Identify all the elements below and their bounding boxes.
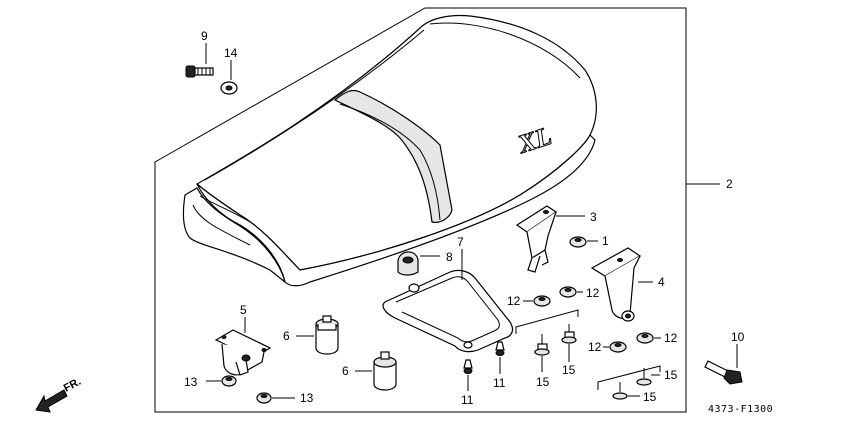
nut-12-a[interactable] [533, 295, 551, 307]
nut-12-b[interactable] [559, 286, 577, 298]
callout-8: 8 [446, 250, 453, 264]
callout-6-b: 6 [342, 364, 349, 378]
washer-14[interactable] [220, 81, 238, 95]
clip-11-a[interactable] [463, 359, 473, 374]
callout-12-c: 12 [664, 331, 678, 345]
nut-13-a[interactable] [221, 375, 237, 387]
callout-15-c: 15 [643, 390, 657, 404]
callout-11-b: 11 [493, 376, 506, 390]
callout-12-b: 12 [586, 286, 600, 300]
assembly-frame [154, 7, 687, 413]
bolt-10[interactable] [704, 360, 743, 385]
front-arrow-icon: FR. [35, 376, 83, 413]
callout-3: 3 [590, 210, 597, 224]
nut-12-c[interactable] [636, 332, 654, 344]
callout-15-d: 15 [664, 368, 678, 382]
bracket-3[interactable] [515, 205, 558, 273]
bolt-15-d[interactable] [636, 368, 652, 386]
callout-2: 2 [726, 177, 733, 191]
bolt-15-b[interactable] [561, 324, 577, 344]
callout-12-a: 12 [507, 294, 521, 308]
seat[interactable]: XL [182, 14, 597, 287]
cushion-6-a[interactable] [315, 315, 339, 355]
front-marker: FR. [62, 376, 83, 395]
clip-11-b[interactable] [495, 341, 505, 356]
bolt-15-c[interactable] [612, 382, 628, 400]
callout-10: 10 [731, 330, 745, 344]
callout-5: 5 [240, 303, 247, 317]
callout-15-a: 15 [536, 375, 550, 389]
callout-7: 7 [457, 235, 464, 249]
callout-6-a: 6 [283, 329, 290, 343]
nut-13-b[interactable] [256, 392, 272, 404]
callout-13-a: 13 [184, 375, 198, 389]
bracket-4[interactable] [590, 247, 642, 322]
seat-strap [333, 89, 453, 223]
tray-7[interactable] [382, 269, 514, 353]
rubber-8[interactable] [397, 251, 419, 276]
nut-12-d[interactable] [609, 341, 627, 353]
callout-12-d: 12 [588, 340, 602, 354]
callout-1: 1 [602, 234, 609, 248]
callout-15-b: 15 [562, 363, 576, 377]
drawing-code: 4373-F1300 [708, 404, 773, 415]
callout-13-b: 13 [300, 391, 314, 405]
callout-11-a: 11 [461, 393, 474, 407]
callout-14: 14 [224, 46, 238, 60]
callout-9: 9 [201, 29, 208, 43]
bracket-5[interactable] [214, 329, 272, 376]
grommet-1[interactable] [569, 236, 587, 248]
cushion-6-b[interactable] [373, 351, 397, 391]
bolt-15-a[interactable] [534, 334, 550, 356]
callout-4: 4 [658, 275, 665, 289]
bolt-9[interactable] [185, 65, 214, 78]
